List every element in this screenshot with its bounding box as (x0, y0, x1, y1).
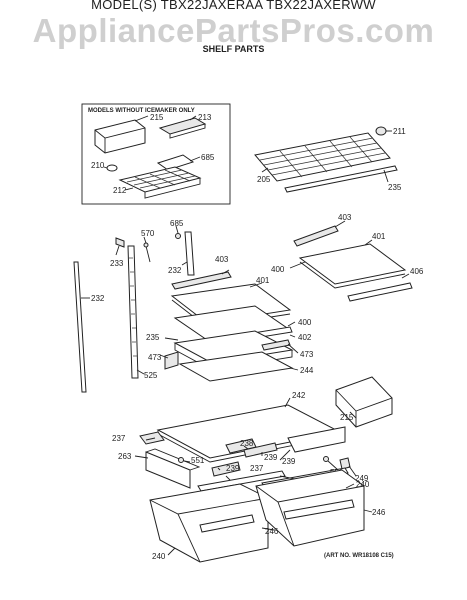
label-240-right: 240 (356, 480, 370, 489)
label-403-center: 403 (215, 255, 229, 264)
slide-473-left (164, 351, 179, 370)
label-525: 525 (144, 371, 158, 380)
crisper-drawers: 240 246 246 240 (149, 469, 386, 563)
part-211 (375, 126, 387, 136)
side-rail-239-right (287, 426, 346, 453)
shelf-bracket-403-right (293, 225, 339, 247)
label-242: 242 (292, 391, 306, 400)
label-215-right: 215 (340, 413, 354, 422)
label-246-left: 246 (265, 527, 279, 536)
label-400-center: 400 (298, 318, 312, 327)
section-title: SHELF PARTS (202, 44, 265, 54)
inset-box: MODELS WITHOUT ICEMAKER ONLY 215 213 (81, 103, 231, 205)
label-232-left: 232 (91, 294, 105, 303)
label-240-left: 240 (152, 552, 166, 561)
label-473-left: 473 (148, 353, 162, 362)
label-212: 212 (113, 186, 127, 195)
part-237-center (211, 461, 241, 477)
drawer-handle-246-right (283, 499, 355, 520)
drawer-handle-246-left (199, 514, 255, 533)
label-570: 570 (141, 229, 155, 238)
shelf-bracket-403-center (171, 271, 232, 290)
label-239-center: 239 (264, 453, 278, 462)
label-235-center: 235 (146, 333, 160, 342)
label-233: 233 (110, 259, 124, 268)
rail-232-far-left (73, 261, 87, 393)
shelf-trim-406 (347, 282, 413, 302)
part-685-center (175, 233, 181, 239)
label-685-center: 685 (170, 219, 184, 228)
rail-232-center (184, 231, 195, 276)
part-239-center (243, 442, 278, 458)
label-237-left: 237 (112, 434, 126, 443)
label-401-right: 401 (372, 232, 386, 241)
inset-border (81, 103, 231, 205)
side-rail-263 (145, 451, 191, 489)
clip-233 (115, 237, 125, 248)
label-246-right: 246 (372, 508, 386, 517)
shelf-trim-235 (284, 165, 398, 193)
screw-551-right (323, 456, 329, 462)
glass-shelf-401-right (298, 243, 407, 285)
label-205: 205 (257, 175, 271, 184)
label-215-inset: 215 (150, 113, 164, 122)
label-237-center: 237 (250, 464, 264, 473)
label-232-center: 232 (168, 266, 182, 275)
shelf-frame-244 (178, 351, 294, 382)
art-number: (ART NO. WR18108 C15) (324, 553, 394, 559)
screw-570 (145, 245, 151, 263)
label-244: 244 (300, 366, 314, 375)
label-473-right: 473 (300, 350, 314, 359)
diagram-header: MODEL(S) TBX22JAXERAA TBX22JAXERWW Appli… (0, 0, 467, 62)
label-213: 213 (198, 113, 212, 122)
label-402: 402 (298, 333, 312, 342)
label-551-left: 551 (191, 456, 205, 465)
label-210: 210 (91, 161, 105, 170)
screw-551-left (178, 457, 184, 463)
label-239-left: 239 (226, 464, 240, 473)
drawer-trim-241-left (197, 470, 286, 492)
rail-525 (127, 245, 139, 379)
label-263: 263 (118, 452, 132, 461)
label-211: 211 (393, 127, 406, 136)
watermark-logo: AppliancePartsPros.com (32, 12, 435, 49)
label-400-right: 400 (271, 265, 285, 274)
label-403-right: 403 (338, 213, 352, 222)
label-239-right: 239 (282, 457, 296, 466)
label-401-center: 401 (256, 276, 270, 285)
label-685-inset: 685 (201, 153, 215, 162)
part-210 (106, 164, 118, 172)
model-numbers: MODEL(S) TBX22JAXERAA TBX22JAXERWW (91, 0, 376, 12)
ice-bucket-685 (156, 154, 195, 171)
shelf-rails: 570 685 233 232 232 525 (73, 219, 195, 393)
label-235-top: 235 (388, 183, 402, 192)
label-238: 238 (240, 439, 254, 448)
door-bin-215-right: 215 (335, 376, 393, 428)
inset-title: MODELS WITHOUT ICEMAKER ONLY (88, 108, 195, 114)
frame-237-left (139, 431, 165, 445)
wire-shelf-205: 211 205 235 (254, 126, 406, 193)
center-shelf-stack: 403 401 400 402 235 473 473 244 (146, 255, 314, 382)
label-249: 249 (355, 474, 369, 483)
slide-473-right (261, 339, 291, 351)
right-glass-shelf-assembly: 403 401 400 406 (271, 213, 424, 302)
door-bin-215 (94, 119, 146, 154)
label-406: 406 (410, 267, 424, 276)
